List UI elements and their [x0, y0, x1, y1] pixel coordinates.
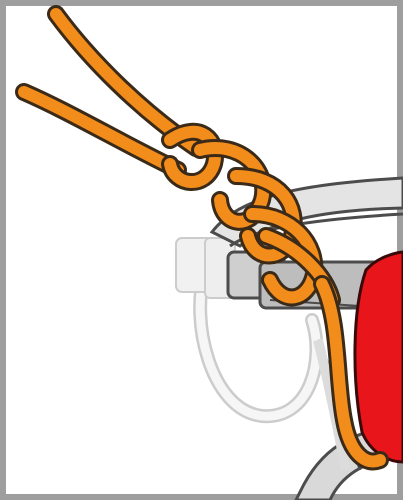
harness-red-padding	[355, 252, 403, 462]
